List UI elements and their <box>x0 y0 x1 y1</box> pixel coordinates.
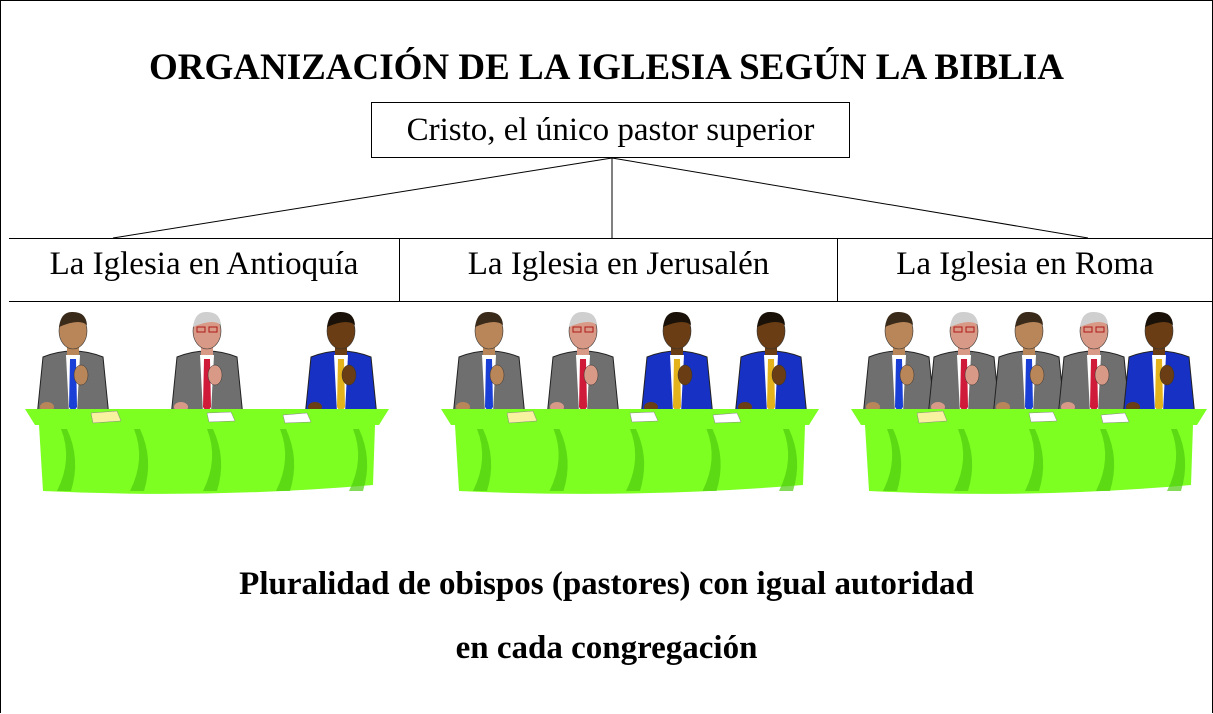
elders-table-antioch <box>25 311 389 494</box>
diagram-title: ORGANIZACIÓN DE LA IGLESIA SEGÚN LA BIBL… <box>149 47 1064 88</box>
pastor-figure <box>36 311 110 418</box>
pastor-figure <box>734 311 808 418</box>
table <box>441 409 819 494</box>
church-antioch: La Iglesia en Antioquía <box>9 239 400 301</box>
church-rome: La Iglesia en Roma <box>896 246 1154 282</box>
pastor-figure <box>927 311 1001 418</box>
caption-line-2: en cada congregación <box>455 630 758 666</box>
elders-table-rome <box>851 311 1207 494</box>
pastor-figure <box>170 311 244 418</box>
connector-left <box>112 157 613 239</box>
pastor-figure <box>304 311 378 418</box>
root-node: Cristo, el único pastor superior <box>371 102 850 158</box>
connector-right <box>611 157 1089 239</box>
pastor-figure <box>452 311 526 418</box>
pastor-figure <box>546 311 620 418</box>
table <box>851 409 1207 494</box>
pastor-figure <box>862 311 936 418</box>
elders-table-jerusalem <box>441 311 819 494</box>
pastor-figure <box>640 311 714 418</box>
church-row: La Iglesia en Antioquía La Iglesia en Je… <box>9 238 1212 302</box>
pastor-figure <box>1057 311 1131 418</box>
pastor-figure <box>1122 311 1196 418</box>
table <box>25 409 389 494</box>
pastor-figure <box>992 311 1066 418</box>
caption-line-1: Pluralidad de obispos (pastores) con igu… <box>239 566 974 602</box>
church-jerusalem: La Iglesia en Jerusalén <box>400 239 838 301</box>
